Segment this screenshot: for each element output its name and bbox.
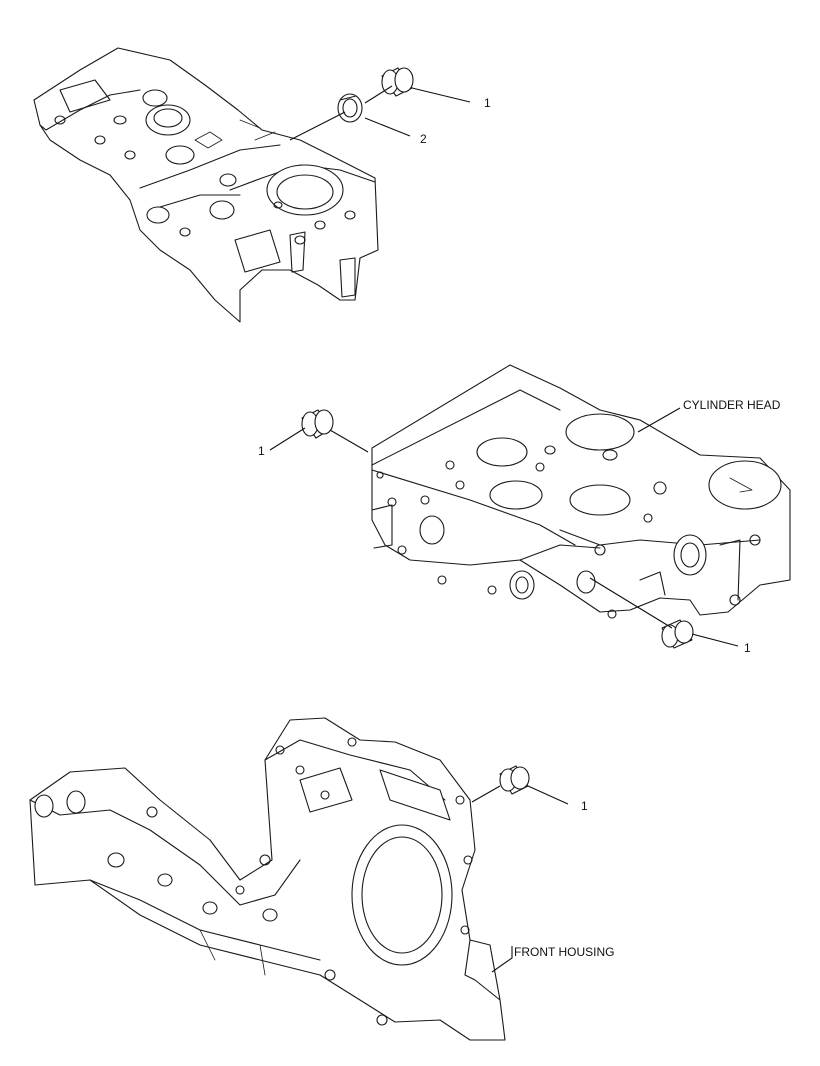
callout-top-1: 1 <box>484 96 491 110</box>
callout-head-right: 1 <box>744 641 751 655</box>
callout-housing: 1 <box>581 799 588 813</box>
cylinder-head-assembly <box>269 364 791 649</box>
top-assembly <box>33 47 471 323</box>
plug-1-icon <box>381 67 414 97</box>
callout-top-2: 2 <box>420 132 427 146</box>
label-front-housing: FRONT HOUSING <box>514 945 614 959</box>
front-housing-assembly <box>29 717 569 1041</box>
housing-plug-icon <box>499 765 530 795</box>
label-cylinder-head: CYLINDER HEAD <box>683 398 781 412</box>
head-plug-left-icon <box>301 409 334 439</box>
plug-2-icon <box>337 93 363 123</box>
callout-head-left: 1 <box>258 444 265 458</box>
